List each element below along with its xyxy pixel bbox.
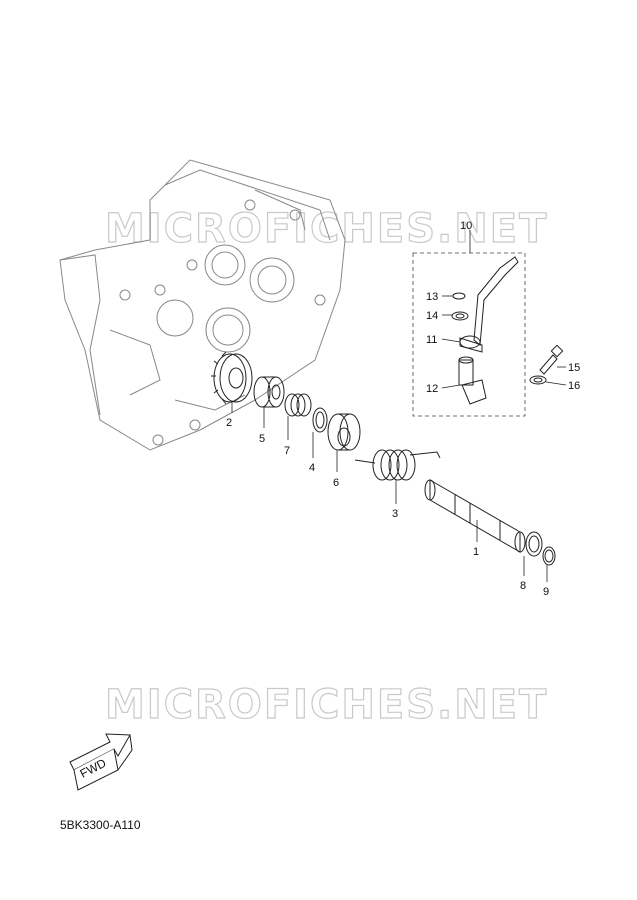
fwd-arrow-icon: FWD xyxy=(69,733,133,791)
callout-1: 1 xyxy=(473,546,479,558)
callout-12: 12 xyxy=(426,383,438,395)
part-8-washer xyxy=(525,531,543,557)
part-9-circlip xyxy=(542,546,556,566)
leader-lines xyxy=(231,230,567,582)
callout-10: 10 xyxy=(460,220,472,232)
part-6-guide xyxy=(327,413,361,451)
part-1-shaft xyxy=(424,479,526,553)
part-3-spring xyxy=(354,449,441,481)
callout-16: 16 xyxy=(568,380,580,392)
callout-4: 4 xyxy=(309,462,315,474)
crankcase-illustration xyxy=(59,159,346,451)
part-15-bolt xyxy=(539,344,564,375)
callout-11: 11 xyxy=(426,334,437,346)
part-2-gear xyxy=(211,351,253,405)
callout-15: 15 xyxy=(568,362,580,374)
callout-2: 2 xyxy=(226,417,232,429)
watermark-top: MICROFICHES.NET xyxy=(105,206,548,252)
part-16-washer xyxy=(529,375,547,385)
callout-14: 14 xyxy=(426,310,438,322)
part-12-kick-crank xyxy=(458,356,487,405)
part-5-ratchet xyxy=(253,376,285,408)
callout-6: 6 xyxy=(333,477,339,489)
callout-13: 13 xyxy=(426,291,438,303)
part-14-washer xyxy=(451,311,469,321)
callout-5: 5 xyxy=(259,433,265,445)
callout-3: 3 xyxy=(392,508,398,520)
part-7-spring xyxy=(284,393,312,417)
part-13-clip xyxy=(452,292,466,300)
callout-7: 7 xyxy=(284,445,290,457)
callout-8: 8 xyxy=(520,580,526,592)
part-11-kick-lever xyxy=(459,256,519,353)
kick-lever-group-box xyxy=(412,252,526,417)
diagram-code: 5BK3300-A110 xyxy=(60,818,141,832)
callout-9: 9 xyxy=(543,586,549,598)
part-4-circlip xyxy=(312,407,328,433)
watermark-bottom: MICROFICHES.NET xyxy=(105,682,548,728)
